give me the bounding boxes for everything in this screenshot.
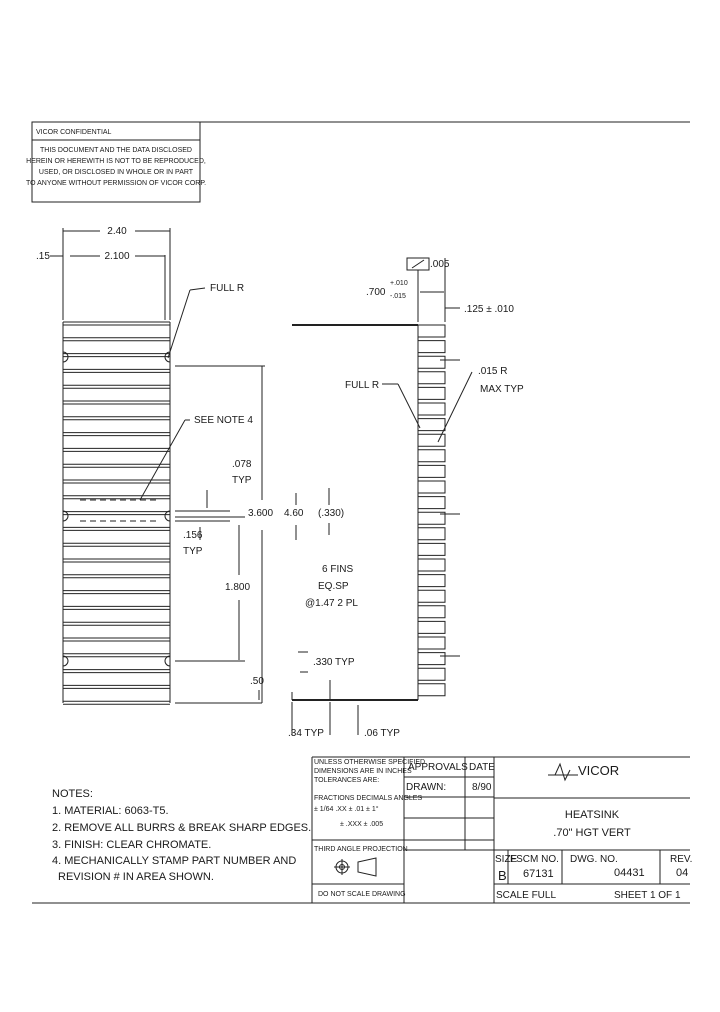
- note-item: REVISION # IN AREA SHOWN.: [58, 871, 214, 883]
- dim-460: 4.60: [284, 508, 304, 519]
- dim-125: .125 ± .010: [464, 304, 514, 315]
- side-fin: [418, 418, 446, 432]
- note-item: 1. MATERIAL: 6063-T5.: [52, 805, 169, 817]
- no-scale-label: DO NOT SCALE DRAWING: [318, 891, 406, 898]
- dim-700: .700: [366, 287, 386, 298]
- drawn-date: 8/90: [472, 782, 492, 793]
- side-fin: [418, 511, 446, 525]
- size-value: B: [498, 868, 507, 883]
- note-item: 4. MECHANICALLY STAMP PART NUMBER AND: [52, 855, 296, 867]
- tolerance-xxx: ± .XXX ± .005: [340, 821, 383, 828]
- front-view: [50, 228, 265, 705]
- side-fin: [418, 355, 446, 369]
- side-fin: [418, 480, 446, 494]
- side-fin: [418, 402, 446, 416]
- dim-156: .156: [183, 530, 203, 541]
- side-fin: [418, 371, 446, 385]
- size-label: SIZE: [495, 854, 518, 865]
- company-name: VICOR: [578, 763, 619, 778]
- dwg-label: DWG. NO.: [570, 854, 618, 865]
- fscm-label: FSCM NO.: [510, 854, 559, 865]
- side-fin: [418, 558, 446, 572]
- flatness-value: .005: [430, 259, 450, 270]
- dim-offset: .15: [36, 251, 50, 262]
- fscm-value: 67131: [523, 868, 554, 880]
- side-fin: [418, 574, 446, 588]
- side-fin: [418, 464, 446, 478]
- title-block: [311, 756, 690, 903]
- vicor-logo: [548, 762, 578, 782]
- fins-count: 6 FINS: [322, 564, 353, 575]
- note-item: 3. FINISH: CLEAR CHROMATE.: [52, 839, 211, 851]
- drawn-label: DRAWN:: [406, 782, 446, 793]
- side-fin: [418, 667, 446, 681]
- confidential-line: USED, OR DISCLOSED IN WHOLE OR IN PART: [39, 169, 194, 176]
- radius-015: .015 R: [478, 366, 507, 377]
- dim-inner: 2.100: [104, 251, 129, 262]
- side-view: [291, 257, 473, 735]
- dim-width: 2.40: [107, 226, 127, 237]
- dim-156-typ: TYP: [183, 546, 203, 557]
- dim-1800: 1.800: [225, 582, 250, 593]
- side-fin: [418, 605, 446, 619]
- notes: NOTES: 1. MATERIAL: 6063-T5. 2. REMOVE A…: [52, 788, 311, 883]
- confidential-line: TO ANYONE WITHOUT PERMISSION OF VICOR CO…: [26, 180, 206, 187]
- date-header: DATE: [469, 762, 495, 773]
- dim-3600: 3.600: [248, 508, 273, 519]
- max-typ: MAX TYP: [480, 384, 524, 395]
- dim-50: .50: [250, 676, 264, 687]
- side-fin: [418, 542, 446, 556]
- tolerance-values: ± 1/64 .XX ± .01 ± 1°: [314, 805, 379, 813]
- dim-06-typ: .06 TYP: [364, 728, 400, 739]
- rev-value: 04: [676, 867, 688, 879]
- side-fin: [418, 324, 446, 338]
- side-fin: [418, 620, 446, 634]
- confidential-line: HEREIN OR HEREWITH IS NOT TO BE REPRODUC…: [26, 158, 206, 165]
- side-fin: [418, 683, 446, 697]
- spec-line: TOLERANCES ARE:: [314, 777, 379, 784]
- approvals-header: APPROVALS: [408, 762, 468, 773]
- sheet-label: SHEET 1 OF 1: [614, 890, 681, 901]
- fins-pitch: @1.47 2 PL: [305, 598, 358, 609]
- confidential-heading: VICOR CONFIDENTIAL: [36, 129, 112, 136]
- dim-078-typ: TYP: [232, 475, 252, 486]
- dim-330-typ: .330 TYP: [313, 657, 355, 668]
- notes-heading: NOTES:: [52, 788, 93, 800]
- third-angle-label: THIRD ANGLE PROJECTION: [314, 846, 408, 853]
- fins-eqsp: EQ.SP: [318, 581, 349, 592]
- dwg-value: 04431: [614, 867, 645, 879]
- spec-line: DIMENSIONS ARE IN INCHES: [314, 768, 412, 775]
- side-fin: [418, 652, 446, 666]
- side-fin: [418, 527, 446, 541]
- drawing-subtitle: .70" HGT VERT: [553, 827, 631, 839]
- side-fin: [418, 433, 446, 447]
- dim-34-typ: .34 TYP: [288, 728, 324, 739]
- confidential-line: THIS DOCUMENT AND THE DATA DISCLOSED: [40, 147, 192, 154]
- side-full-r: FULL R: [345, 380, 379, 391]
- tol-minus: -.015: [390, 293, 406, 300]
- side-fin: [418, 636, 446, 650]
- spec-line: UNLESS OTHERWISE SPECIFIED: [314, 759, 425, 766]
- side-fin: [418, 340, 446, 354]
- side-fin: [418, 589, 446, 603]
- tolerance-header: FRACTIONS DECIMALS ANGLES: [314, 795, 422, 802]
- tol-plus: +.010: [390, 280, 408, 287]
- dim-078: .078: [232, 459, 252, 470]
- side-fin: [418, 386, 446, 400]
- side-fin: [418, 496, 446, 510]
- drawing-title: HEATSINK: [565, 809, 620, 821]
- confidential-box: VICOR CONFIDENTIAL THIS DOCUMENT AND THE…: [26, 121, 206, 203]
- side-fin: [418, 449, 446, 463]
- see-note-label: SEE NOTE 4: [194, 415, 253, 426]
- dim-330-ref: (.330): [318, 508, 344, 519]
- rev-label: REV.: [670, 854, 692, 865]
- note-item: 2. REMOVE ALL BURRS & BREAK SHARP EDGES.: [52, 822, 311, 834]
- full-r-label: FULL R: [210, 283, 244, 294]
- scale-label: SCALE FULL: [496, 890, 556, 901]
